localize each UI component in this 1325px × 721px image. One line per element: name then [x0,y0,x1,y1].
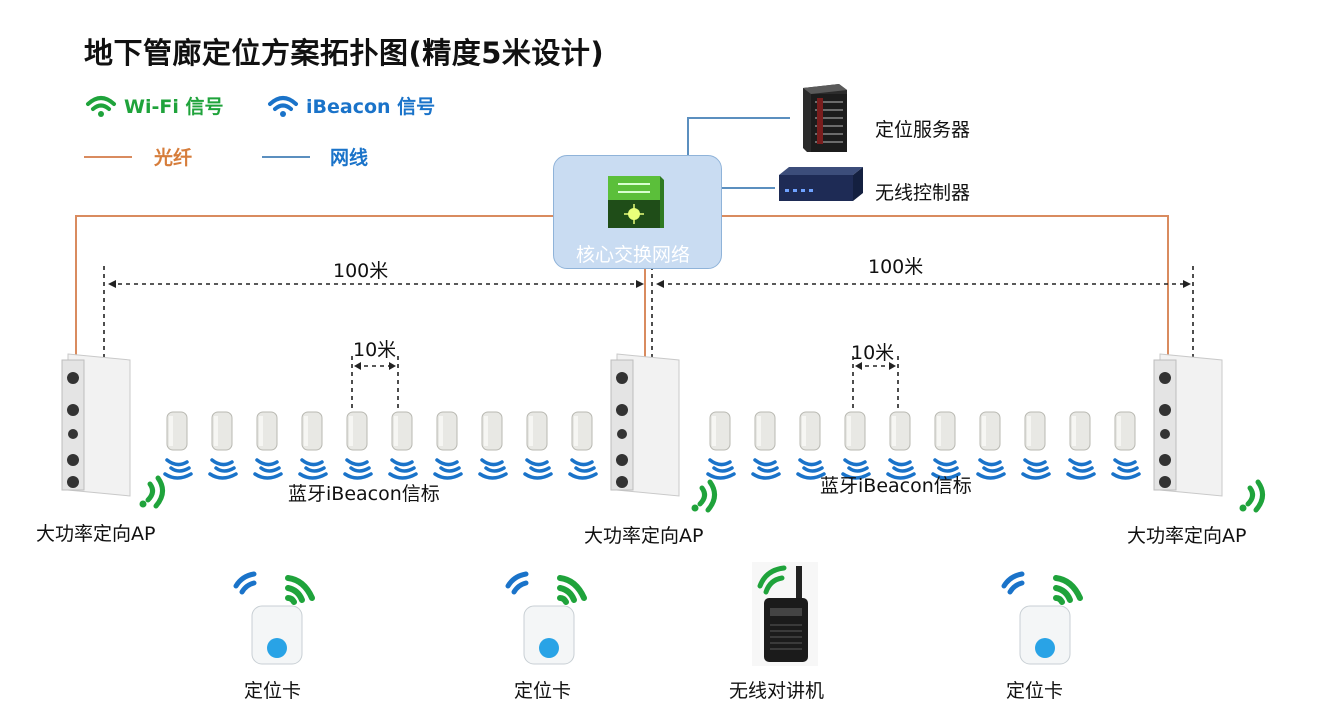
ibeacon-icon [298,411,328,480]
ibeacon-icon [478,411,508,480]
ibeacon-icon [706,411,736,480]
wifi-legend-icon [86,96,116,117]
location-card-2 [502,568,594,668]
ibeacon-device [841,410,871,480]
ibeacon-icon [433,411,463,480]
server-label: 定位服务器 [875,119,971,141]
ibeacon-icon [976,411,1006,480]
controller-label: 无线控制器 [875,182,971,204]
ibeacon-device [523,410,553,480]
ibeacon-icon [751,411,781,480]
ibeacon-icon [931,411,961,480]
ibeacon-device [163,410,193,480]
legend-fiber-label: 光纤 [154,147,193,169]
ibeacon-icon [1021,411,1051,480]
wifi-signal-icon [1239,479,1265,513]
ibeacon-icon [841,411,871,480]
walkie-talkie-icon [752,562,818,666]
terminal-label-1: 定位卡 [244,680,302,702]
legend-ibeacon-label: iBeacon 信号 [306,96,436,118]
wifi-signal-icon [691,479,717,513]
gap-right-label: 10米 [851,342,895,364]
ibeacon-device [208,410,238,480]
ibeacon-icon [1111,411,1141,480]
cable-line-server [687,117,790,155]
gap-left-label: 10米 [353,339,397,361]
terminal-label-3: 无线对讲机 [729,680,825,702]
fiber-line-right [720,215,1169,365]
beacon-label-right: 蓝牙iBeacon信标 [820,475,972,497]
ibeacon-icon [796,411,826,480]
fiber-line-left [75,215,553,365]
beacon-label-left: 蓝牙iBeacon信标 [288,483,440,505]
legend-cable-label: 网线 [330,147,369,169]
terminal-label-4: 定位卡 [1006,680,1064,702]
location-card-1 [230,568,322,668]
ibeacon-device [886,410,916,480]
ibeacon-icon [523,411,553,480]
ibeacon-device [931,410,961,480]
ibeacon-device [976,410,1006,480]
ap-device-right [1153,353,1223,497]
switch-icon [608,176,664,228]
ibeacon-icon [343,411,373,480]
ibeacon-device [1066,410,1096,480]
page-title: 地下管廊定位方案拓扑图(精度5米设计) [84,36,605,70]
terminal-label-2: 定位卡 [514,680,572,702]
legend-fiber-line [84,156,132,158]
ap-device-left [61,353,131,497]
controller-icon [779,167,863,201]
ibeacon-device [298,410,328,480]
ibeacon-device [1111,410,1141,480]
core-switch-box: 核心交换网络 [553,155,722,269]
server-icon [803,84,847,152]
span-left-label: 100米 [333,260,389,282]
ibeacon-device [1021,410,1051,480]
ibeacon-icon [388,411,418,480]
ibeacon-device [433,410,463,480]
ibeacon-icon [163,411,193,480]
ap-device-center [610,353,680,497]
ibeacon-legend-icon [268,96,298,117]
legend-cable-line [262,156,310,158]
ibeacon-icon [1066,411,1096,480]
ap-label-right: 大功率定向AP [1127,525,1247,547]
ibeacon-device [478,410,508,480]
ibeacon-icon [568,411,598,480]
ibeacon-device [253,410,283,480]
ibeacon-device [343,410,373,480]
ibeacon-device [796,410,826,480]
core-switch-label: 核心交换网络 [576,244,691,266]
ap-label-left: 大功率定向AP [36,523,156,545]
wifi-signal-icon [139,475,165,509]
ibeacon-device [568,410,598,480]
ibeacon-device [751,410,781,480]
ibeacon-icon [253,411,283,480]
ibeacon-device [706,410,736,480]
location-card-3 [998,568,1090,668]
ibeacon-icon [886,411,916,480]
ibeacon-device [388,410,418,480]
span-right-label: 100米 [868,256,924,278]
ap-label-center: 大功率定向AP [584,525,704,547]
ibeacon-icon [208,411,238,480]
legend-wifi-label: Wi-Fi 信号 [124,96,224,118]
